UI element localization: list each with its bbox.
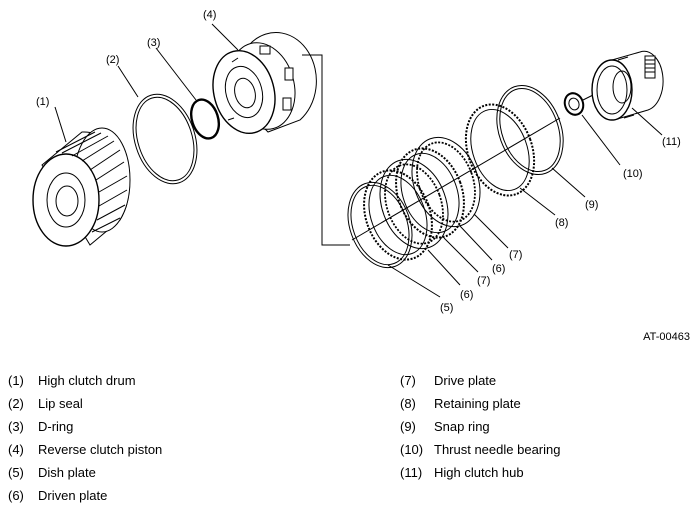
legend-number: (8) <box>400 396 416 411</box>
snap-ring <box>496 84 564 176</box>
leader-line-1 <box>54 106 67 143</box>
leader-line-10 <box>581 114 621 166</box>
callout-5: (5) <box>440 302 453 314</box>
leader-line-7a <box>443 237 479 273</box>
legend-label: Lip seal <box>38 396 83 411</box>
callout-3: (3) <box>147 37 160 49</box>
leader-line-7b <box>473 213 509 249</box>
leader-line-4 <box>211 23 239 51</box>
callout-10: (10) <box>623 168 643 180</box>
legend-label: Drive plate <box>434 373 497 388</box>
legend-item: (7) Drive plate <box>400 372 560 395</box>
legend-item: (1) High clutch drum <box>8 372 162 395</box>
legend-item: (6) Driven plate <box>8 487 162 510</box>
legend-item: (2) Lip seal <box>8 395 162 418</box>
legend-left: (1) High clutch drum (2) Lip seal (3) D-rin… <box>8 372 162 510</box>
leader-line-6b <box>459 225 493 261</box>
legend-number: (11) <box>400 465 423 480</box>
legend-item: (10) Thrust needle bearing <box>400 441 560 464</box>
legend-item: (4) Reverse clutch piston <box>8 441 162 464</box>
legend-label: High clutch hub <box>434 465 524 480</box>
retaining-plate <box>464 103 536 197</box>
legend-number: (6) <box>8 488 24 503</box>
legend-item: (5) Dish plate <box>8 464 162 487</box>
drive-plate-upper <box>411 136 481 228</box>
legend-number: (3) <box>8 419 24 434</box>
figure-code: AT-00463 <box>643 331 690 343</box>
legend-label: Driven plate <box>38 488 108 503</box>
leader-line-11 <box>631 107 663 136</box>
callout-1: (1) <box>36 96 49 108</box>
legend-label: Thrust needle bearing <box>434 442 561 457</box>
leader-line-3 <box>155 47 197 101</box>
legend-label: Snap ring <box>434 419 490 434</box>
leader-line-5 <box>387 264 441 298</box>
legend-right: (7) Drive plate (8) Retaining plate (9) Sna… <box>400 372 560 487</box>
legend-label: D-ring <box>38 419 74 434</box>
legend-number: (9) <box>400 419 416 434</box>
legend-label: High clutch drum <box>38 373 136 388</box>
exploded-view-diagram: (1) (2) (3) (4) (5) (6) (7) (6) (7) (8) … <box>32 9 681 314</box>
d-ring <box>189 98 221 140</box>
legend-item: (3) D-ring <box>8 418 162 441</box>
leader-line-6a <box>427 249 461 286</box>
leader-line-8 <box>519 187 556 216</box>
legend-item: (8) Retaining plate <box>400 395 560 418</box>
legend-number: (10) <box>400 442 424 457</box>
leader-line-9 <box>551 167 586 198</box>
callout-7b: (7) <box>509 249 522 261</box>
callout-8: (8) <box>555 217 568 229</box>
lip-seal <box>132 93 198 185</box>
legend-item: (11) High clutch hub <box>400 464 560 487</box>
legend-number: (5) <box>8 465 24 480</box>
callout-7a: (7) <box>477 275 490 287</box>
reverse-clutch-piston <box>212 32 317 135</box>
high-clutch-hub <box>591 50 664 121</box>
callout-2: (2) <box>106 54 119 66</box>
center-axis-line <box>351 117 561 241</box>
callout-9: (9) <box>585 199 598 211</box>
legend-label: Dish plate <box>38 465 96 480</box>
legend-label: Retaining plate <box>434 396 521 411</box>
callout-11: (11) <box>662 136 681 148</box>
legend-number: (2) <box>8 396 24 411</box>
thrust-needle-bearing <box>563 92 585 116</box>
legend-number: (4) <box>8 442 24 457</box>
callout-4: (4) <box>203 9 216 21</box>
legend-label: Reverse clutch piston <box>38 442 163 457</box>
assembly-bracket <box>302 54 350 246</box>
leader-line-2 <box>117 65 139 98</box>
legend-number: (7) <box>400 373 416 388</box>
driven-plate-upper <box>395 147 465 239</box>
callout-6a: (6) <box>460 289 473 301</box>
high-clutch-drum <box>32 127 131 247</box>
legend-number: (1) <box>8 373 24 388</box>
callout-6b: (6) <box>492 263 505 275</box>
legend-item: (9) Snap ring <box>400 418 560 441</box>
